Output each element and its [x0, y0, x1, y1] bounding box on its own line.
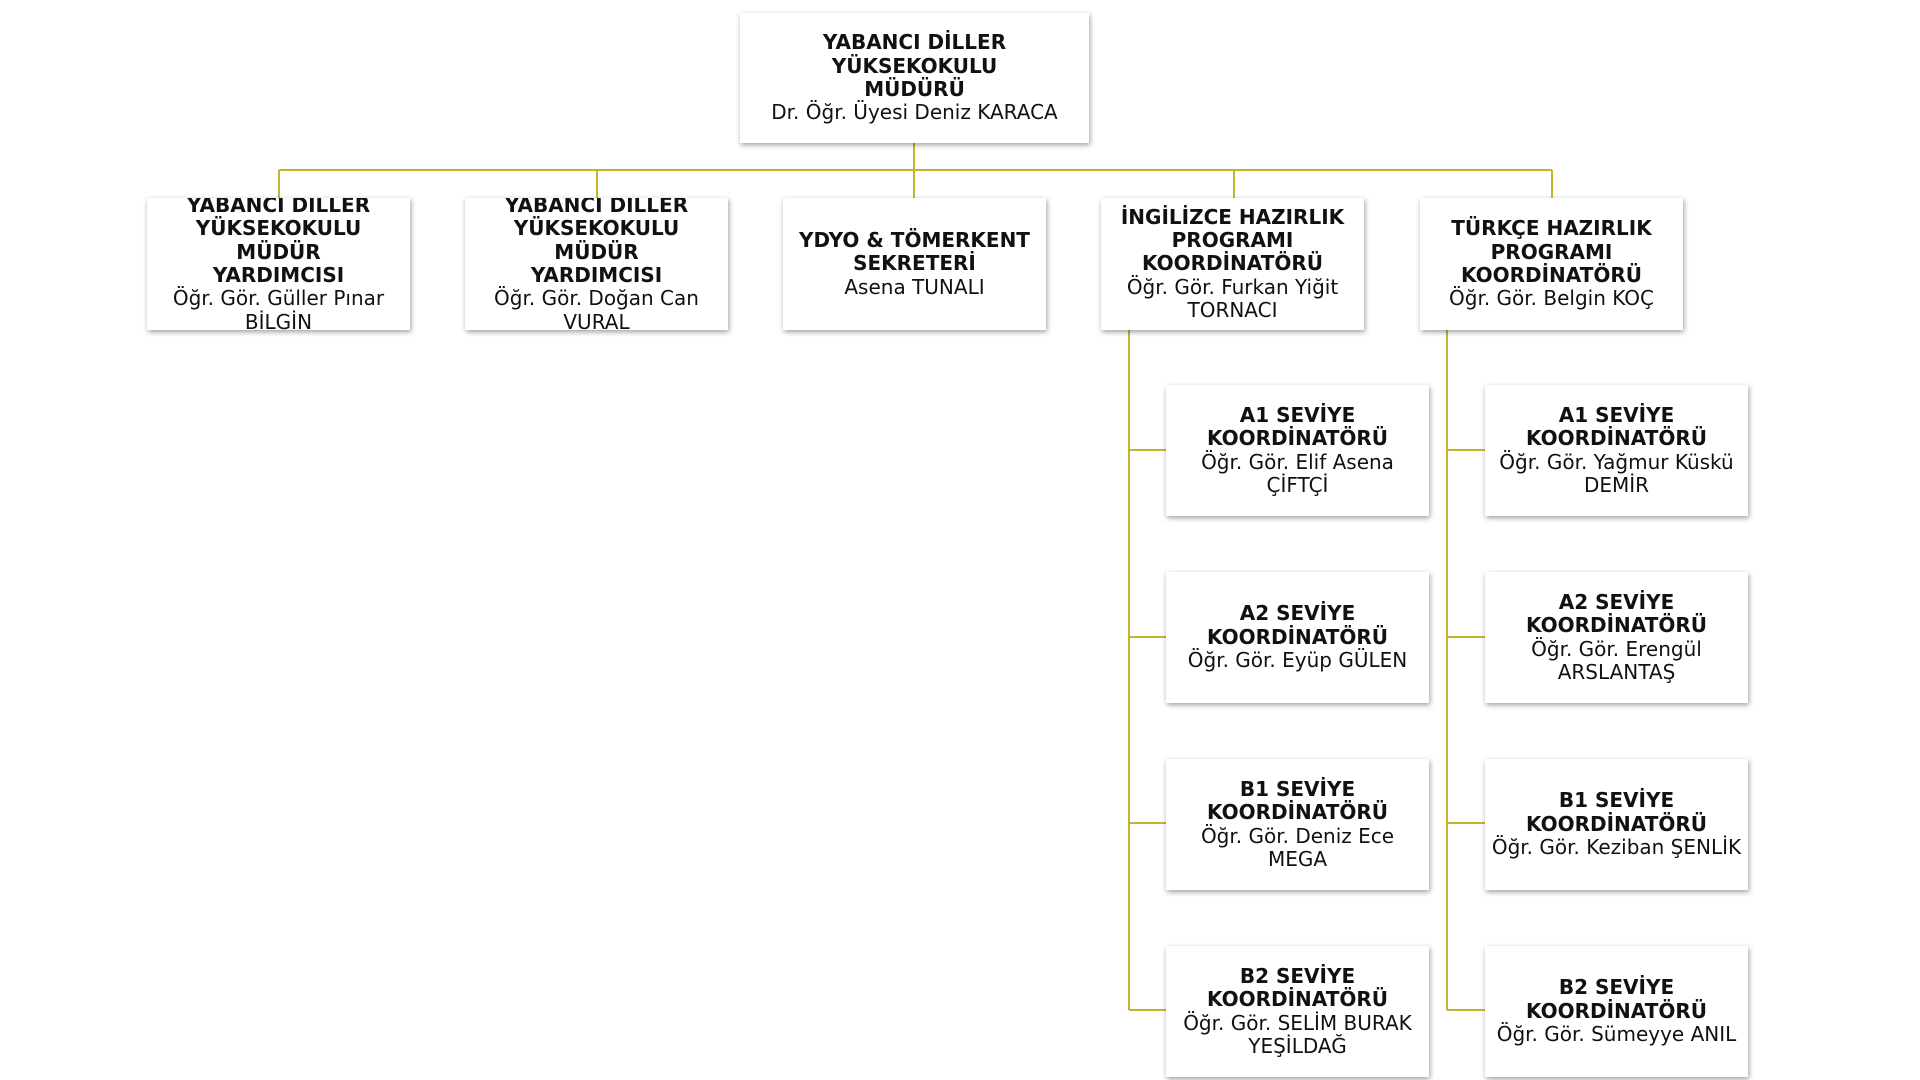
english-program-coordinator-box: İNGİLİZCE HAZIRLIK PROGRAMI KOORDİNATÖRÜ… — [1101, 198, 1364, 330]
english-b2-coordinator-box: B2 SEVİYE KOORDİNATÖRÜ Öğr. Gör. SELİM B… — [1166, 946, 1429, 1077]
english-a1-title: A1 SEVİYE KOORDİNATÖRÜ — [1207, 402, 1388, 451]
turkish-program-coordinator-title: TÜRKÇE HAZIRLIK PROGRAMI KOORDİNATÖRÜ — [1451, 216, 1652, 287]
secretary-box: YDYO & TÖMERKENT SEKRETERİ Asena TUNALI — [783, 198, 1046, 330]
deputy-director-2-title: YABANCI DİLLER YÜKSEKOKULU MÜDÜR YARDIMC… — [504, 198, 689, 287]
deputy-director-1-title: YABANCI DİLLER YÜKSEKOKULU MÜDÜR YARDIMC… — [186, 198, 371, 287]
turkish-b1-name: Öğr. Gör. Keziban ŞENLİK — [1491, 835, 1742, 860]
deputy-director-box-1: YABANCI DİLLER YÜKSEKOKULU MÜDÜR YARDIMC… — [147, 198, 410, 330]
turkish-a2-name: Öğr. Gör. Erengül ARSLANTAŞ — [1531, 636, 1702, 684]
english-a1-coordinator-box: A1 SEVİYE KOORDİNATÖRÜ Öğr. Gör. Elif As… — [1166, 385, 1429, 516]
secretary-title: YDYO & TÖMERKENT SEKRETERİ — [799, 227, 1030, 276]
turkish-b2-coordinator-box: B2 SEVİYE KOORDİNATÖRÜ Öğr. Gör. Sümeyye… — [1485, 946, 1748, 1077]
turkish-b2-title: B2 SEVİYE KOORDİNATÖRÜ — [1526, 975, 1707, 1023]
english-b2-title: B2 SEVİYE KOORDİNATÖRÜ — [1207, 963, 1388, 1012]
turkish-program-coordinator-name: Öğr. Gör. Belgin KOÇ — [1449, 286, 1654, 311]
english-b1-coordinator-box: B1 SEVİYE KOORDİNATÖRÜ Öğr. Gör. Deniz E… — [1166, 759, 1429, 890]
turkish-a2-coordinator-box: A2 SEVİYE KOORDİNATÖRÜ Öğr. Gör. Erengül… — [1485, 572, 1748, 703]
turkish-a1-name: Öğr. Gör. Yağmur Küskü DEMİR — [1499, 449, 1734, 497]
turkish-b1-coordinator-box: B1 SEVİYE KOORDİNATÖRÜ Öğr. Gör. Keziban… — [1485, 759, 1748, 890]
turkish-a1-coordinator-box: A1 SEVİYE KOORDİNATÖRÜ Öğr. Gör. Yağmur … — [1485, 385, 1748, 516]
english-program-coordinator-title: İNGİLİZCE HAZIRLIK PROGRAMI KOORDİNATÖRÜ — [1120, 204, 1345, 276]
turkish-a2-title: A2 SEVİYE KOORDİNATÖRÜ — [1526, 589, 1707, 638]
turkish-program-coordinator-box: TÜRKÇE HAZIRLIK PROGRAMI KOORDİNATÖRÜ Öğ… — [1420, 198, 1683, 330]
director-box: YABANCI DİLLER YÜKSEKOKULU MÜDÜRÜ Dr. Öğ… — [740, 13, 1089, 143]
english-program-coordinator-name: Öğr. Gör. Furkan Yiğit TORNACI — [1126, 274, 1339, 323]
english-a2-name: Öğr. Gör. Eyüp GÜLEN — [1187, 648, 1408, 673]
english-a1-name: Öğr. Gör. Elif Asena ÇİFTÇİ — [1201, 449, 1394, 497]
turkish-b1-title: B1 SEVİYE KOORDİNATÖRÜ — [1526, 788, 1707, 836]
english-a2-title: A2 SEVİYE KOORDİNATÖRÜ — [1207, 601, 1388, 649]
deputy-director-1-name: Öğr. Gör. Güller Pınar BİLGİN — [172, 286, 385, 330]
turkish-b2-name: Öğr. Gör. Sümeyye ANIL — [1496, 1022, 1737, 1047]
english-a2-coordinator-box: A2 SEVİYE KOORDİNATÖRÜ Öğr. Gör. Eyüp GÜ… — [1166, 572, 1429, 703]
director-name: Dr. Öğr. Üyesi Deniz KARACA — [771, 100, 1058, 125]
director-title: YABANCI DİLLER YÜKSEKOKULU MÜDÜRÜ — [822, 30, 1007, 101]
secretary-name: Asena TUNALI — [844, 274, 985, 299]
english-b2-name: Öğr. Gör. SELİM BURAK YEŞİLDAĞ — [1183, 1010, 1412, 1058]
turkish-a1-title: A1 SEVİYE KOORDİNATÖRÜ — [1526, 402, 1707, 451]
deputy-director-2-name: Öğr. Gör. Doğan Can VURAL — [494, 286, 699, 330]
english-b1-name: Öğr. Gör. Deniz Ece MEGA — [1200, 823, 1395, 871]
english-b1-title: B1 SEVİYE KOORDİNATÖRÜ — [1207, 776, 1388, 825]
deputy-director-box-2: YABANCI DİLLER YÜKSEKOKULU MÜDÜR YARDIMC… — [465, 198, 728, 330]
